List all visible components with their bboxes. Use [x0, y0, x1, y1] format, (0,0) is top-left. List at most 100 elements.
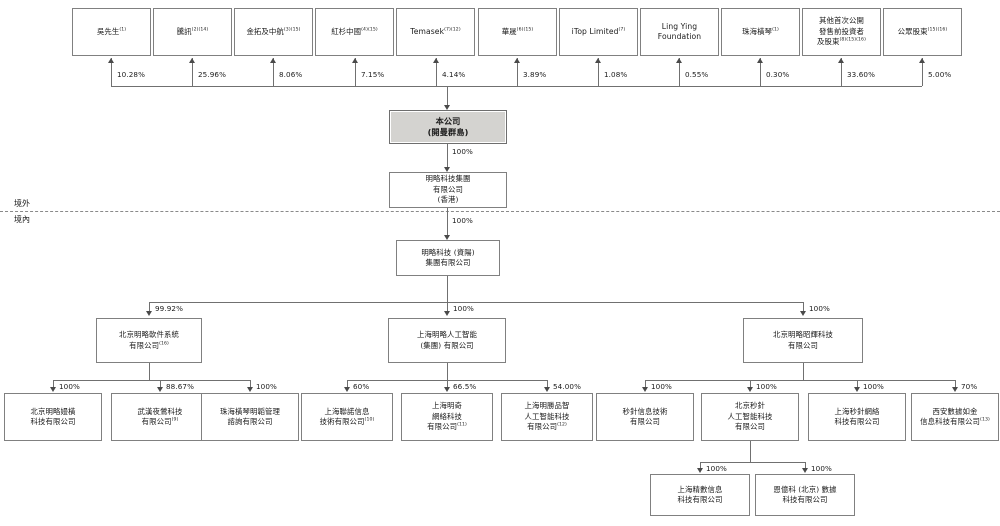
level4-box-2-line1: 上海明略人工智能 [417, 330, 477, 339]
arrowhead-prc-holdco [444, 235, 450, 240]
connector-level4-3 [803, 302, 804, 314]
connector-shareholder-6 [517, 58, 518, 86]
level5a-box-2-line2: 有限公司 [141, 417, 172, 426]
level5b-box-2-line3: 有限公司 [427, 422, 458, 432]
pct-level5c-2: 100% [756, 382, 777, 391]
shareholder-box-9-footnote: (1) [772, 27, 779, 33]
bus-level5c [645, 380, 955, 381]
arrowhead-level4-2 [444, 311, 450, 316]
arrowhead-level5a-1 [50, 387, 56, 392]
shareholder-box-6-line1: 華晟 [501, 26, 517, 36]
level5c-box-4-line1: 西安數據如金 [932, 406, 978, 416]
pct-level5b-3: 54.00% [553, 382, 582, 391]
shareholder-box-7: iTop Limited(7) [559, 8, 638, 56]
jurisdiction-divider [0, 211, 1000, 212]
level5c-box-3-line1: 上海秒針網絡 [834, 406, 880, 416]
level6-box-1: 上海精數信息科技有限公司 [650, 474, 750, 516]
pct-shareholder-1: 10.28% [117, 70, 146, 79]
hk-entity-line2: 有限公司 [433, 184, 463, 194]
shareholder-box-10-line3: 及股東 [817, 37, 840, 47]
arrowhead-level4-1 [146, 311, 152, 316]
connector-shareholder-9 [760, 58, 761, 86]
shareholder-box-4-footnote: (4)(15) [361, 27, 378, 33]
company-name-line2: (開曼群島) [427, 127, 469, 137]
shareholder-box-11: 公眾股東(15)(16) [883, 8, 962, 56]
arrowhead-hk [444, 167, 450, 172]
connector-shareholder-5 [436, 58, 437, 86]
level5a-box-2: 武漢夜鶯科技有限公司(9) [111, 393, 209, 441]
shareholder-box-11-footnote: (15)(16) [927, 27, 948, 33]
bus-level6 [700, 462, 805, 463]
level5c-box-3-line2: 科技有限公司 [834, 417, 880, 426]
level5b-box-3-footnote: (12) [557, 422, 567, 428]
connector-level5c-2 [750, 380, 751, 389]
level5b-box-3-line2: 人工智能科技 [524, 411, 570, 421]
pct-level5a-1: 100% [59, 382, 80, 391]
pct-shareholder-5: 4.14% [442, 70, 466, 79]
connector-level5b-1 [347, 380, 348, 389]
pct-shareholder-6: 3.89% [523, 70, 547, 79]
pct-level5a-2: 88.67% [166, 382, 195, 391]
arrowhead-level5b-2 [444, 387, 450, 392]
hk-entity-line3: (香港) [437, 195, 459, 205]
shareholder-box-5: Temasek(7)(12) [396, 8, 475, 56]
pct-level6-1: 100% [706, 464, 727, 473]
prc-holdco-box: 明略科技 (資陽) 集團有限公司 [396, 240, 500, 276]
level5c-box-2-line2: 人工智能科技 [727, 411, 773, 421]
level5a-box-3-line1: 珠海橫琴明韜管理 [220, 406, 280, 416]
shareholder-box-10-footnote: (8)(15)(16) [839, 37, 866, 43]
connector-level5b-3 [547, 380, 548, 389]
shareholder-box-2-line1: 騰訊 [176, 26, 192, 36]
shareholder-box-4-line1: 紅杉中國 [331, 26, 362, 36]
level6-box-2: 恩億科 (北京) 數據科技有限公司 [755, 474, 855, 516]
connector-level5a-stem [149, 363, 150, 380]
level5b-box-2: 上海明奇網絡科技有限公司(11) [401, 393, 493, 441]
connector-shareholder-4 [355, 58, 356, 86]
shareholder-box-2: 騰訊(2)(14) [153, 8, 232, 56]
bus-level5a [53, 380, 250, 381]
level6-box-2-line1: 恩億科 (北京) 數據 [773, 484, 837, 494]
pct-shareholder-11: 5.00% [928, 70, 952, 79]
connector-level6-stem [750, 441, 751, 462]
shareholder-box-3-footnote: (3)(15) [283, 27, 301, 33]
connector-level5c-4 [955, 380, 956, 389]
level5b-box-2-line2: 網絡科技 [432, 411, 462, 421]
pct-shareholder-9: 0.30% [766, 70, 790, 79]
shareholder-box-4: 紅杉中國(4)(15) [315, 8, 394, 56]
shareholder-box-9-line1: 珠海橫琴 [742, 26, 773, 36]
pct-level5a-3: 100% [256, 382, 277, 391]
connector-shareholder-3 [273, 58, 274, 86]
arrowhead-level5b-1 [344, 387, 350, 392]
pct-shareholder-2: 25.96% [198, 70, 227, 79]
level5b-box-2-line1: 上海明奇 [432, 401, 462, 411]
arrowhead-shareholder-3 [270, 58, 276, 63]
connector-level4-1 [149, 302, 150, 314]
level4-box-3-line2: 有限公司 [788, 340, 818, 350]
bus-shareholders [111, 86, 922, 87]
level4-box-1: 北京明略軟件系統有限公司(16) [96, 318, 202, 363]
level5b-box-3-line3: 有限公司 [527, 422, 558, 432]
pct-level4-3: 100% [809, 304, 830, 313]
arrowhead-company [444, 105, 450, 110]
arrowhead-level6-2 [802, 468, 808, 473]
arrowhead-level5c-2 [747, 387, 753, 392]
connector-bus-company [447, 86, 448, 108]
shareholder-box-6: 華晟(6)(15) [478, 8, 557, 56]
shareholder-box-10-line2: 發售前投資者 [819, 26, 864, 36]
connector-level5b-2 [447, 380, 448, 389]
connector-shareholder-1 [111, 58, 112, 86]
level5c-box-4: 西安數據如金信息科技有限公司(13) [911, 393, 999, 441]
arrowhead-level5a-3 [247, 387, 253, 392]
level5a-box-1-line2: 科技有限公司 [30, 417, 76, 426]
level5c-box-1: 秒針信息技術有限公司 [596, 393, 694, 441]
arrowhead-shareholder-11 [919, 58, 925, 63]
pct-level5b-1: 60% [353, 382, 370, 391]
label-onshore: 境內 [14, 215, 30, 224]
pct-shareholder-8: 0.55% [685, 70, 709, 79]
arrowhead-shareholder-10 [838, 58, 844, 63]
shareholder-box-3: 金拓及中航(3)(15) [234, 8, 313, 56]
arrowhead-shareholder-9 [757, 58, 763, 63]
shareholder-box-2-footnote: (2)(14) [191, 27, 209, 33]
connector-level4-2 [447, 302, 448, 314]
level5b-box-1-line2: 技術有限公司 [319, 417, 365, 426]
